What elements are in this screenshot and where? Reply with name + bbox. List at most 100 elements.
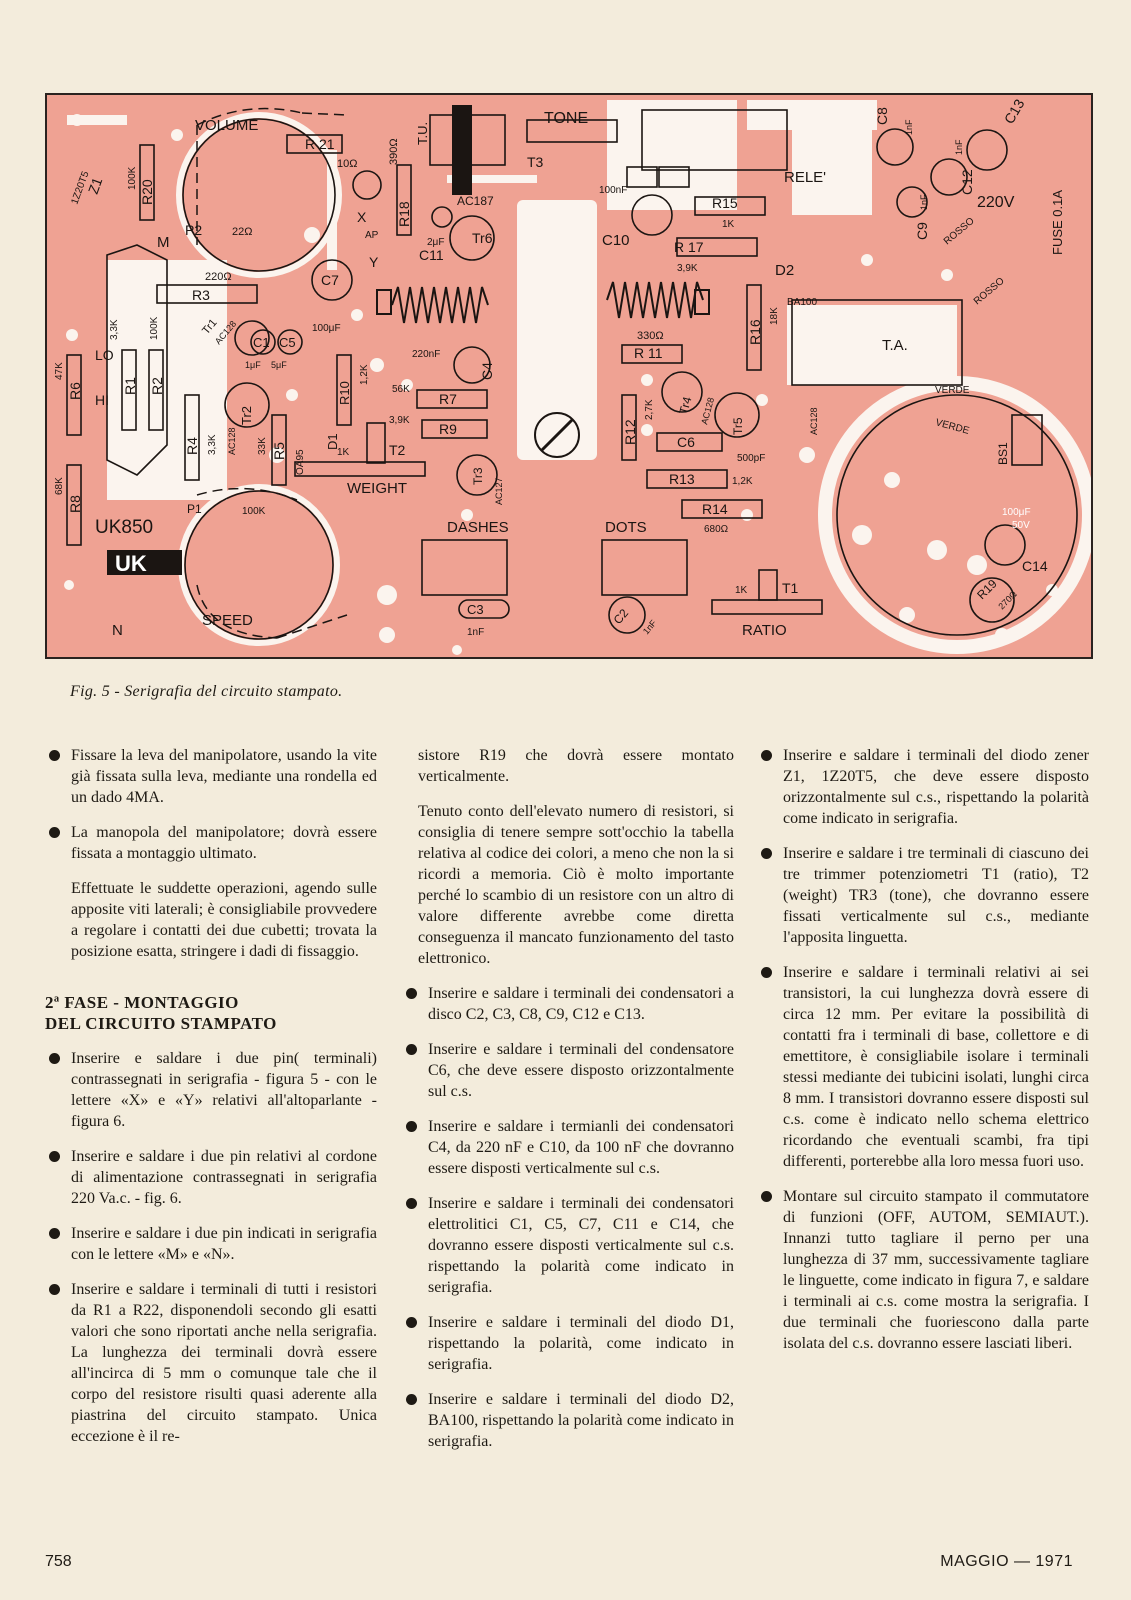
c1-body (250, 329, 276, 355)
svg-text:UK: UK (115, 551, 147, 576)
bullet-icon (49, 1053, 60, 1064)
uk-logo: UK (107, 550, 182, 576)
label-c1-value: 1μF (245, 360, 261, 370)
label-c4: C4 (479, 362, 495, 380)
springs (376, 281, 710, 324)
label-x: X (357, 209, 367, 225)
label-r9-value: 3,9K (389, 415, 410, 426)
label-oa95: OA95 (295, 449, 306, 475)
dots-block (601, 539, 688, 596)
label-t1-value: 1K (735, 585, 748, 596)
label-r19: R19 (974, 576, 1000, 602)
r12-body (621, 394, 637, 461)
label-r7-value: 56K (392, 384, 410, 395)
r5-body (271, 414, 287, 486)
label-r15-value: 1K (722, 219, 735, 230)
list-item: Inserire e saldare i terminali di tutti … (45, 1279, 377, 1447)
pcb-labels: VOLUME TONE RELE' 220V FUSE 0.1A R 21 10… (54, 96, 1065, 639)
label-r9: R9 (439, 421, 457, 437)
label-hi: HI (95, 392, 109, 408)
tr3-body (456, 454, 498, 496)
label-volume: VOLUME (195, 117, 258, 134)
r1-body (121, 349, 137, 431)
label-tr5: Tr5 (731, 417, 745, 435)
label-uk850: UK850 (95, 517, 153, 538)
label-c7-value: 100μF (312, 323, 341, 334)
t2-base (294, 461, 426, 477)
label-c11-value: 2μF (427, 237, 444, 248)
label-r10: R10 (337, 381, 352, 405)
bullet-icon (761, 750, 772, 761)
r11-body (621, 344, 683, 364)
r7-body (416, 389, 488, 409)
list-item: Inserire e saldare i terminali dei conde… (402, 1193, 734, 1298)
list-item: Inserire e saldare i terminali del diodo… (402, 1312, 734, 1375)
label-c12-value: 1nF (954, 139, 964, 155)
label-r14: R14 (702, 501, 728, 517)
label-r6: R6 (67, 382, 83, 400)
label-r8: R8 (67, 495, 83, 513)
label-r13: R13 (669, 471, 695, 487)
c6-body (656, 432, 723, 452)
label-c3-value: 1nF (467, 627, 484, 638)
r18-body (396, 164, 412, 236)
list-item: Fissare la leva del manipolatore, usando… (45, 745, 377, 808)
label-r11-value: 330Ω (637, 330, 664, 342)
c3-body (458, 599, 510, 619)
label-c6-value: 500pF (737, 453, 765, 464)
ap-pad (352, 170, 382, 200)
copper-traces (64, 100, 1091, 655)
label-ba100: BA100 (787, 297, 817, 308)
label-c12: C12 (959, 169, 975, 195)
c9-body (896, 186, 928, 218)
label-ac187: AC187 (457, 194, 494, 208)
bullet-icon (49, 750, 60, 761)
paragraph: Tenuto conto dell'elevato numero di resi… (418, 803, 734, 967)
component-outlines (66, 109, 1078, 640)
label-tu: T.U. (415, 122, 430, 145)
label-r12-value: 2,7K (644, 399, 655, 420)
label-r18-value: 390Ω (388, 138, 400, 165)
label-c3: C3 (467, 602, 484, 617)
label-r4-value: 3,3K (207, 434, 218, 455)
paragraph: sistore R19 che dovrà essere montato ver… (418, 747, 734, 785)
r21-body (286, 134, 343, 154)
label-fuse: FUSE 0.1A (1050, 190, 1065, 255)
t1-base (711, 599, 823, 615)
label-c9: C9 (914, 222, 930, 240)
label-bs1: BS1 (996, 442, 1010, 465)
label-r1-value: 3,3K (109, 319, 120, 340)
label-r4: R4 (184, 437, 200, 455)
list-item: Inserire e saldare i tre terminali di ci… (757, 843, 1089, 948)
label-ac128-b: AC128 (227, 427, 237, 455)
label-r12: R12 (622, 419, 638, 445)
transformer-circle (836, 394, 1078, 636)
label-c9-value: 1nF (919, 194, 929, 210)
pot-outlines (196, 107, 348, 639)
label-c2: C2 (611, 606, 632, 627)
label-tr3: Tr3 (471, 467, 485, 485)
label-tone: TONE (544, 110, 588, 127)
r8-body (66, 464, 82, 546)
c7-body (311, 259, 353, 301)
r16-body (746, 284, 762, 371)
r15-body (694, 196, 766, 216)
label-r8-value: 68K (54, 477, 65, 495)
speed-pot (184, 490, 334, 640)
label-c13: C13 (1001, 96, 1028, 126)
label-tr2: Tr2 (239, 406, 254, 425)
label-r21: R 21 (305, 136, 335, 152)
label-c10: C10 (602, 232, 630, 249)
page-number: 758 (45, 1553, 72, 1570)
label-c14-voltage: 50V (1012, 520, 1030, 531)
list-item: Montare sul circuito stampato il commuta… (757, 1186, 1089, 1354)
label-r2-value: 100K (149, 316, 160, 340)
list-item: Inserire e saldare i terminali del diodo… (402, 1389, 734, 1452)
label-r20: R20 (139, 179, 155, 205)
bs1-block (1011, 414, 1043, 466)
label-t2: T2 (389, 442, 406, 458)
label-c4-value: 220nF (412, 349, 440, 360)
label-verde-1: VERDE (935, 385, 970, 396)
label-ac128-d: AC128 (809, 407, 819, 435)
label-r17: R 17 (674, 239, 704, 255)
